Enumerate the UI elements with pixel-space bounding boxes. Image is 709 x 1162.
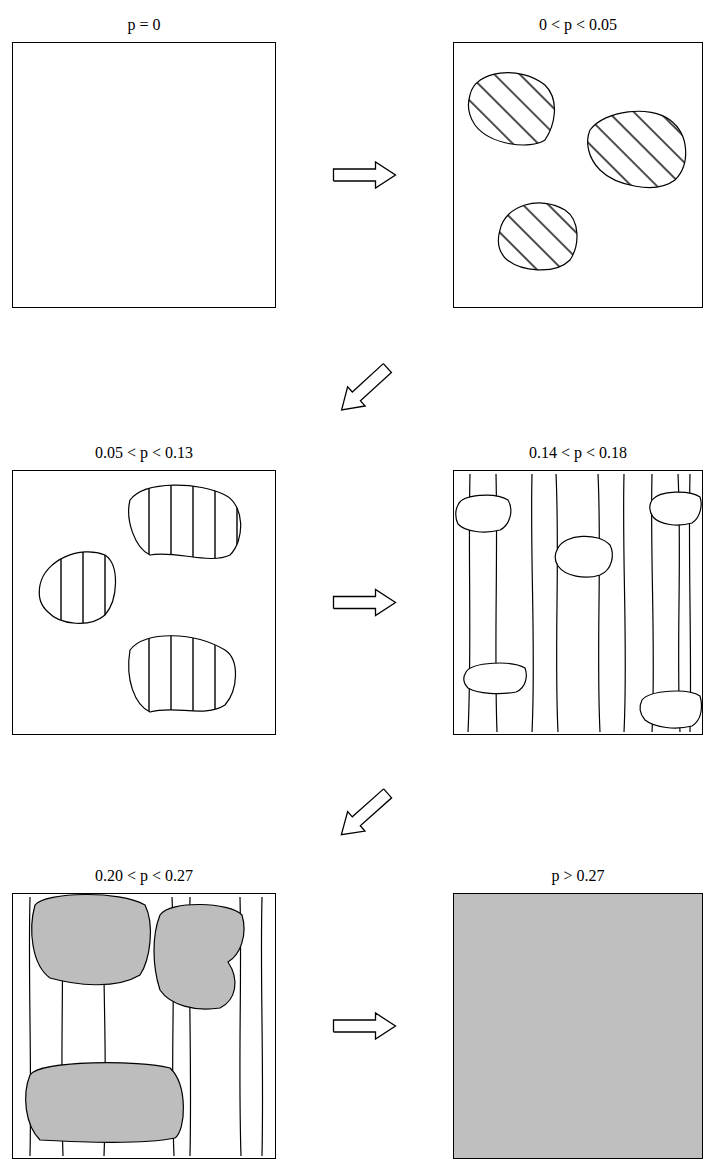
stage-panel: 0.14 < p < 0.18 bbox=[453, 470, 703, 735]
block-arrow bbox=[341, 789, 391, 835]
stage-panel: p > 0.27 bbox=[453, 893, 703, 1159]
striped-grains bbox=[39, 485, 240, 712]
stage-heading: p > 0.27 bbox=[454, 866, 702, 886]
small-grains bbox=[456, 492, 702, 728]
stage-heading: 0.20 < p < 0.27 bbox=[13, 866, 275, 886]
hatched-grains bbox=[468, 73, 685, 270]
block-arrow bbox=[334, 1013, 396, 1039]
grey-grains bbox=[26, 894, 244, 1142]
stage-heading: 0 < p < 0.05 bbox=[454, 15, 702, 35]
stage-panel: 0.20 < p < 0.27 bbox=[12, 893, 276, 1159]
stage-heading: p = 0 bbox=[13, 15, 275, 35]
block-arrow bbox=[334, 162, 396, 188]
block-arrow bbox=[342, 364, 392, 410]
block-arrow bbox=[334, 590, 396, 616]
stage-panel: 0.05 < p < 0.13 bbox=[12, 470, 276, 735]
stage-panel: p = 0 bbox=[12, 42, 276, 308]
grey-fill bbox=[453, 893, 703, 1159]
stage-heading: 0.14 < p < 0.18 bbox=[454, 443, 702, 463]
stage-heading: 0.05 < p < 0.13 bbox=[13, 443, 275, 463]
stage-panel: 0 < p < 0.05 bbox=[453, 42, 703, 308]
